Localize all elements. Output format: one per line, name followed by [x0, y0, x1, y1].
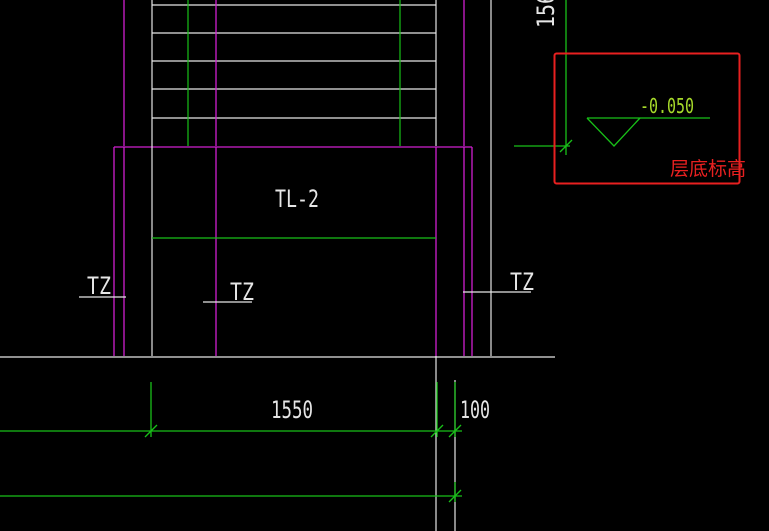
- dimension-tick: [448, 489, 462, 503]
- dimension-tick: [448, 424, 462, 438]
- dimension-tick: [430, 424, 444, 438]
- beam-label: TL-2: [275, 185, 319, 213]
- stair-treads: [151, 0, 437, 146]
- elevation-value: -0.050: [640, 94, 694, 118]
- stair-stringers: [187, 0, 401, 146]
- elevation-symbol: [586, 117, 710, 147]
- dimension-tick: [144, 424, 158, 438]
- dimension-text-vertical: 156: [532, 0, 560, 28]
- dimension-lines: [0, 382, 462, 503]
- dimension-tick: [559, 139, 573, 153]
- column-labels: [79, 291, 531, 303]
- column-label-tz-3: TZ: [510, 268, 534, 296]
- elevation-triangle: [586, 117, 641, 147]
- annotation-label: 层底标高: [670, 158, 746, 180]
- dimension-text-side: 100: [460, 396, 490, 424]
- column-outlines: [113, 0, 473, 356]
- annotation-highlight-box: [553, 52, 741, 185]
- column-label-tz-1: TZ: [87, 272, 111, 300]
- column-label-tz-2: TZ: [230, 278, 254, 306]
- dimension-text-main: 1550: [271, 396, 313, 424]
